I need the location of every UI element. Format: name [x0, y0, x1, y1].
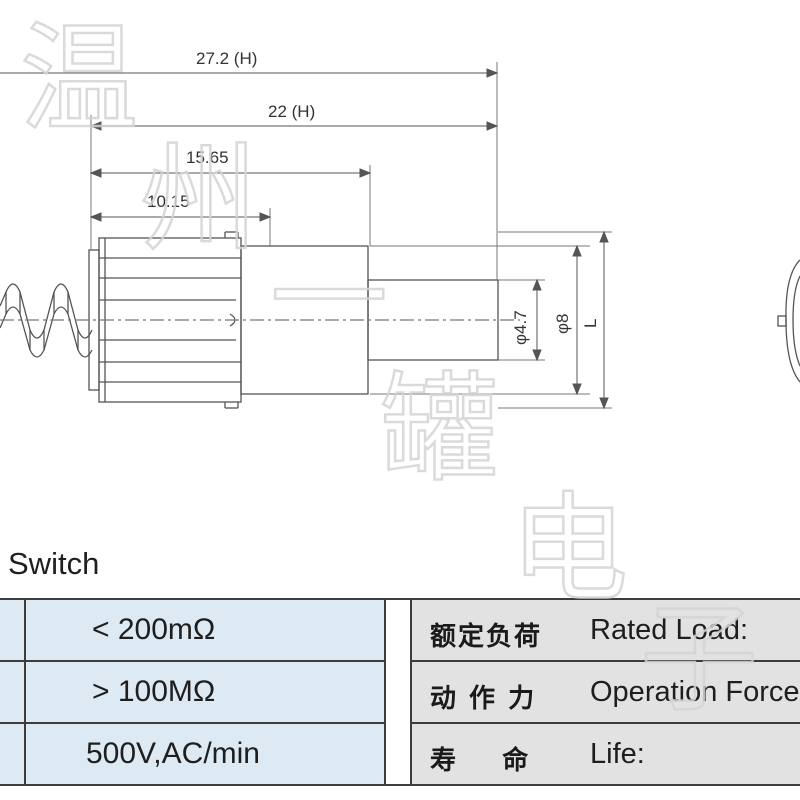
table-stub-cell — [0, 660, 26, 724]
extension-lines — [90, 62, 612, 409]
end-view — [777, 259, 800, 383]
dim-body-length: 22 (H) — [268, 102, 315, 121]
dim-stem-offset: 15.65 — [186, 148, 229, 167]
specs-table: < 200mΩ > 100MΩ 500V,AC/min 额定负荷 Rated L… — [0, 598, 800, 790]
spec-value: < 200mΩ — [92, 613, 216, 646]
table-row: 动 作 力 Operation Force — [410, 660, 800, 724]
dim-overall-length: 27.2 (H) — [196, 49, 257, 68]
horizontal-dimension-lines — [0, 68, 499, 222]
dim-housing-diameter: φ8 — [553, 314, 572, 334]
table-row: 寿 命 Life: — [410, 722, 800, 786]
spec-label-en: Operation Force — [590, 676, 800, 708]
table-divider — [386, 598, 412, 786]
spec-value: 500V,AC/min — [86, 737, 260, 770]
table-row: < 200mΩ — [24, 598, 386, 662]
spec-label-en: Life: — [590, 738, 645, 770]
spring — [0, 283, 93, 358]
table-row: 额定负荷 Rated Load: — [410, 598, 800, 662]
technical-drawing: 27.2 (H) 22 (H) 15.65 10.15 φ4.7 φ8 L — [0, 49, 800, 410]
table-row: 500V,AC/min — [24, 722, 386, 786]
vertical-dimension-lines — [532, 230, 609, 410]
dim-collar-length: 10.15 — [147, 192, 190, 211]
spec-value: > 100MΩ — [92, 675, 216, 708]
spec-label-zh: 动 作 力 — [430, 684, 537, 714]
spec-label-zh: 额定负荷 — [430, 622, 543, 652]
section-title: Switch — [8, 546, 100, 581]
table-stub-cell — [0, 598, 26, 662]
table-row: > 100MΩ — [24, 660, 386, 724]
spec-label-zh: 寿 命 — [430, 746, 531, 776]
dim-length-label: L — [581, 319, 600, 328]
table-stub-cell — [0, 722, 26, 786]
dim-shaft-diameter: φ4.7 — [511, 310, 530, 345]
spec-label-en: Rated Load: — [590, 614, 749, 646]
